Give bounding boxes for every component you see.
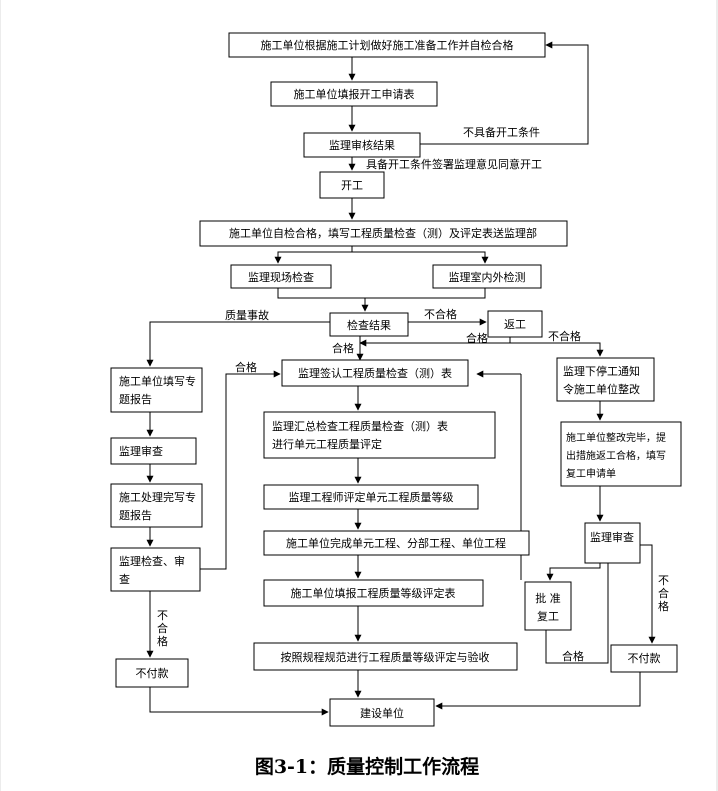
node-rework-text: 返工 xyxy=(504,318,526,331)
node-review-result-text: 监理审核结果 xyxy=(329,138,395,152)
label-not-qualified-vertical: 格 xyxy=(658,599,669,613)
node-grade-unit xyxy=(263,484,479,510)
node-stop-notice-text: 令施工单位整改 xyxy=(563,382,640,396)
node-self-check xyxy=(199,220,568,247)
node-special-report xyxy=(110,367,203,413)
node-evaluation-text: 按照规程规范进行工程质量等级评定与验收 xyxy=(281,650,490,664)
node-supervisor-review-left-text: 监理审查 xyxy=(119,444,163,458)
node-start-text: 开工 xyxy=(341,179,363,192)
node-check-result xyxy=(329,312,409,337)
node-prepare xyxy=(228,32,546,58)
connectors xyxy=(146,41,656,716)
node-handling-report xyxy=(110,483,203,528)
node-no-payment-left xyxy=(115,658,189,688)
node-grade-unit-text: 监理工程师评定单元工程质量等级 xyxy=(289,490,454,504)
label-not-qualified-vertical: 格 xyxy=(157,634,168,648)
node-self-check-text: 施工单位自检合格，填写工程质量检查（测）及评定表送监理部 xyxy=(229,226,537,240)
node-complete-works xyxy=(263,530,530,556)
node-approve-resume-text: 复工 xyxy=(537,609,559,623)
node-stop-notice-text: 监理下停工通知 xyxy=(563,364,640,378)
label-not-qualified: 不合格 xyxy=(548,329,581,343)
node-check-result-text: 检查结果 xyxy=(347,318,391,332)
label-not-qualified-vertical: 不 xyxy=(157,609,168,622)
node-inspect-review-text: 查 xyxy=(119,572,130,586)
node-construction-unit-text: 建设单位 xyxy=(360,706,404,720)
node-lab-test xyxy=(432,264,542,289)
label-qualified: 合格 xyxy=(332,341,354,355)
node-texts: 施工单位根据施工计划做好施工准备工作并自检合格 施工单位填报开工申请表 监理审核… xyxy=(119,38,666,720)
node-supervisor-review-right xyxy=(584,522,641,564)
node-summary-text: 监理汇总检查工程质量检查（测）表 xyxy=(272,419,448,433)
node-site-check xyxy=(230,264,332,289)
node-inspect-review-text: 监理检查、审 xyxy=(119,554,185,568)
label-ready: 具备开工条件签署监理意见同意开工 xyxy=(366,157,542,171)
node-apply-start-text: 施工单位填报开工申请表 xyxy=(294,87,415,101)
node-rectify-text: 施工单位整改完毕，提 xyxy=(566,431,666,444)
node-site-check-text: 监理现场检查 xyxy=(248,270,314,284)
node-approve-resume-text: 批 准 xyxy=(535,591,561,605)
label-not-qualified-vertical: 合 xyxy=(157,621,168,635)
label-not-ready: 不具备开工条件 xyxy=(463,125,540,139)
label-qualified: 合格 xyxy=(235,360,257,374)
node-rectify-text: 复工申请单 xyxy=(566,467,616,480)
node-fill-grade-form-text: 施工单位填报工程质量等级评定表 xyxy=(291,586,456,600)
figure-caption: 图3-1：质量控制工作流程 xyxy=(255,755,479,778)
node-summary-text: 进行单元工程质量评定 xyxy=(272,437,382,451)
node-boxes xyxy=(110,32,682,727)
node-sign-quality xyxy=(281,359,469,387)
label-qualified: 合格 xyxy=(466,331,488,345)
label-not-qualified: 不合格 xyxy=(424,307,457,321)
edge-labels: 不具备开工条件 具备开工条件签署监理意见同意开工 质量事故 不合格 不合格 合格… xyxy=(157,125,669,663)
node-inspect-review xyxy=(110,547,201,592)
node-handling-report-text: 题报告 xyxy=(119,508,152,522)
node-summary xyxy=(263,411,496,459)
node-rectify xyxy=(560,421,682,487)
node-evaluation xyxy=(253,642,518,671)
node-start xyxy=(319,171,385,199)
node-fill-grade-form xyxy=(263,579,484,607)
label-qualified: 合格 xyxy=(562,649,584,663)
node-rectify-text: 出措施返工合格，填写 xyxy=(566,449,666,462)
node-no-payment-right-text: 不付款 xyxy=(628,651,661,665)
node-stop-notice xyxy=(556,357,655,402)
node-special-report-text: 施工单位填写专 xyxy=(119,374,196,388)
node-approve-resume xyxy=(524,581,572,631)
node-construction-unit xyxy=(329,698,435,727)
label-not-qualified-vertical: 不 xyxy=(658,574,669,587)
node-supervisor-review-right-text: 监理审查 xyxy=(590,530,634,544)
node-lab-test-text: 监理室内外检测 xyxy=(449,270,526,284)
node-prepare-text: 施工单位根据施工计划做好施工准备工作并自检合格 xyxy=(261,38,514,52)
node-review-result xyxy=(303,132,421,158)
label-quality-accident: 质量事故 xyxy=(225,308,269,322)
node-sign-quality-text: 监理签认工程质量检查（测）表 xyxy=(298,366,452,380)
node-no-payment-left-text: 不付款 xyxy=(136,666,169,680)
label-not-qualified-vertical: 合 xyxy=(658,586,669,600)
node-complete-works-text: 施工单位完成单元工程、分部工程、单位工程 xyxy=(286,536,506,550)
node-apply-start xyxy=(270,81,438,107)
node-special-report-text: 题报告 xyxy=(119,392,152,406)
node-handling-report-text: 施工处理完写专 xyxy=(119,490,196,504)
node-no-payment-right xyxy=(610,644,678,673)
node-rework xyxy=(487,310,543,338)
node-supervisor-review-left xyxy=(110,437,197,465)
